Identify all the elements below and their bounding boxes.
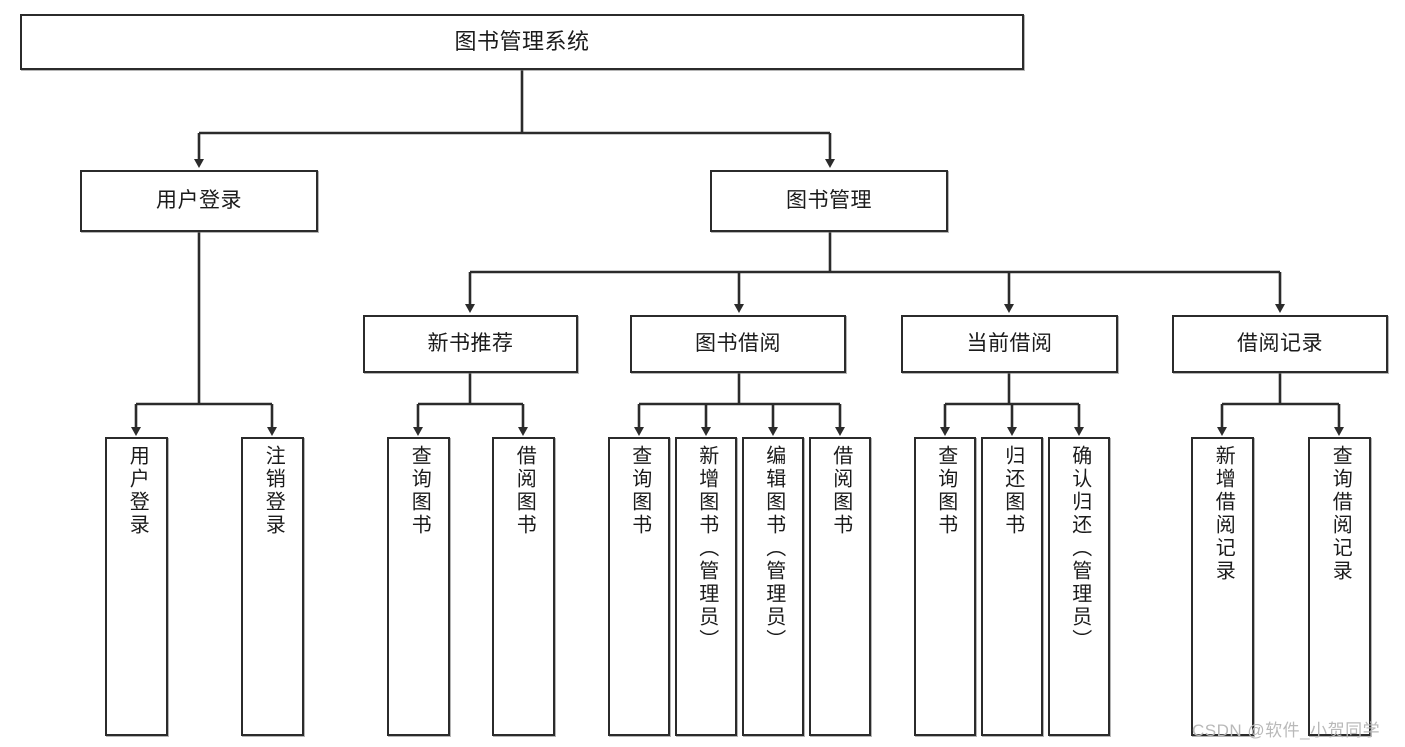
node-label: 借阅图书: [513, 445, 536, 537]
node-label: 图书管理: [786, 188, 872, 212]
leaf-user-login-login[interactable]: 用户登录: [105, 437, 168, 736]
node-borrow-record[interactable]: 借阅记录: [1172, 315, 1388, 373]
node-label: 用户登录: [126, 445, 149, 537]
node-label: 查询图书: [408, 445, 431, 537]
leaf-current-borrow-confirm-admin[interactable]: 确认归还（管理员）: [1048, 437, 1110, 736]
leaf-new-book-query[interactable]: 查询图书: [387, 437, 450, 736]
node-label: 查询借阅记录: [1329, 445, 1352, 583]
leaf-book-borrow-add-admin[interactable]: 新增图书（管理员）: [675, 437, 737, 736]
node-label: 新增图书（管理员）: [695, 445, 718, 652]
node-user-login[interactable]: 用户登录: [80, 170, 318, 232]
node-label: 注销登录: [262, 445, 285, 537]
leaf-current-borrow-query[interactable]: 查询图书: [914, 437, 976, 736]
node-book-management[interactable]: 图书管理: [710, 170, 948, 232]
leaf-current-borrow-return[interactable]: 归还图书: [981, 437, 1043, 736]
leaf-book-borrow-query[interactable]: 查询图书: [608, 437, 670, 736]
node-label: 确认归还（管理员）: [1068, 445, 1091, 652]
node-label: 借阅图书: [829, 445, 852, 537]
node-book-borrow[interactable]: 图书借阅: [630, 315, 846, 373]
node-current-borrow[interactable]: 当前借阅: [901, 315, 1118, 373]
node-label: 编辑图书（管理员）: [762, 445, 785, 652]
node-label: 归还图书: [1001, 445, 1024, 537]
node-label: 新增借阅记录: [1212, 445, 1235, 583]
node-label: 当前借阅: [966, 331, 1053, 355]
leaf-book-borrow-edit-admin[interactable]: 编辑图书（管理员）: [742, 437, 804, 736]
node-new-book-recommend[interactable]: 新书推荐: [363, 315, 578, 373]
node-label: 图书管理系统: [454, 29, 590, 55]
node-label: 借阅记录: [1237, 331, 1323, 355]
watermark: CSDN @软件_小贺同学: [1192, 721, 1381, 740]
node-label: 用户登录: [156, 188, 242, 212]
leaf-borrow-record-query[interactable]: 查询借阅记录: [1308, 437, 1371, 736]
node-label: 查询图书: [628, 445, 651, 537]
node-root-system[interactable]: 图书管理系统: [20, 14, 1024, 70]
leaf-user-login-logout[interactable]: 注销登录: [241, 437, 304, 736]
node-label: 新书推荐: [427, 331, 514, 355]
leaf-book-borrow-borrow[interactable]: 借阅图书: [809, 437, 871, 736]
node-label: 图书借阅: [695, 331, 781, 355]
leaf-new-book-borrow[interactable]: 借阅图书: [492, 437, 555, 736]
leaf-borrow-record-add[interactable]: 新增借阅记录: [1191, 437, 1254, 736]
node-label: 查询图书: [934, 445, 957, 537]
